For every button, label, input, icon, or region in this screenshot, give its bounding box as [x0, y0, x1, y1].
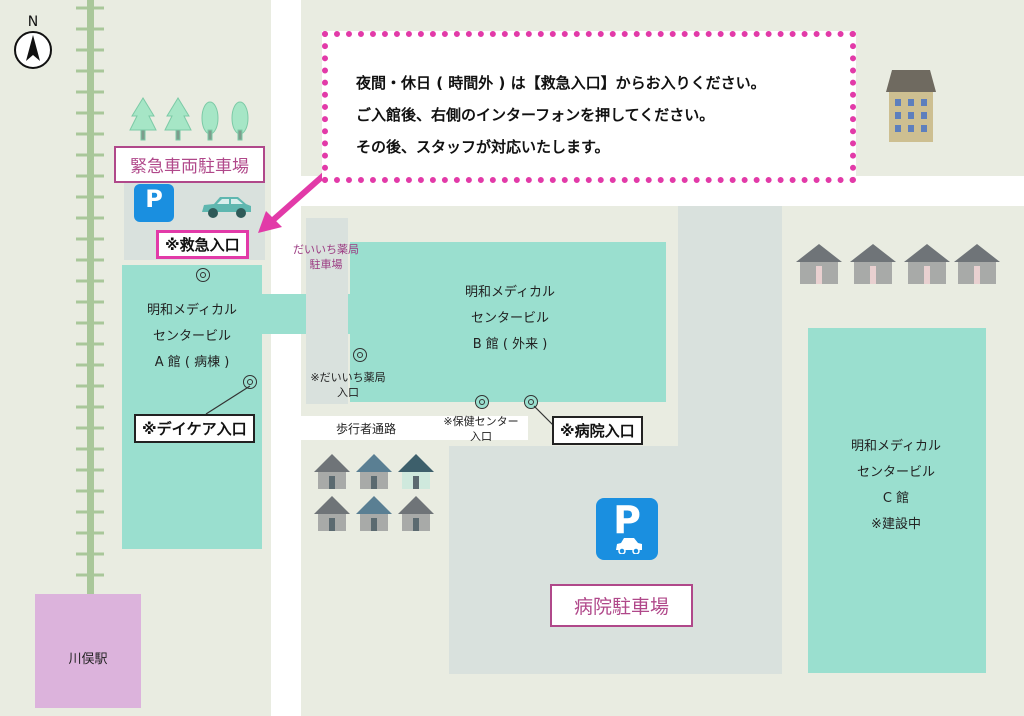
- pharmacy-parking-area: [306, 218, 348, 404]
- house-icon: [314, 454, 434, 531]
- entrance-marker-icon: [353, 348, 367, 362]
- pharmacy-parking-label: だいいち薬局 駐車場: [293, 243, 359, 271]
- pedestrian-path-strip: [301, 416, 528, 440]
- notice-line-2: ご入館後、右側のインターフォンを押してください。: [356, 106, 715, 124]
- entrance-marker-icon: [475, 395, 489, 409]
- north-label: N: [27, 14, 39, 30]
- daycare-entrance-label: ※デイケア入口: [134, 414, 255, 443]
- hospital-entrance-label: ※病院入口: [552, 416, 643, 445]
- direction-arrow: [258, 172, 326, 233]
- station-label: 川俣駅: [68, 652, 108, 667]
- building-c-label: 明和メディカル センタービル C 館 ※建設中: [850, 439, 942, 532]
- parking-sign-icon: P: [596, 498, 658, 560]
- gray-zone-b: [678, 206, 782, 446]
- entrance-marker-icon: [243, 375, 257, 389]
- building-icon: [886, 70, 936, 142]
- building-a-label: 明和メディカル センタービル A 館 ( 病棟 ): [146, 303, 238, 370]
- notice-line-1: 夜間・休日 ( 時間外 ) は【救急入口】からお入りください。: [356, 74, 766, 92]
- road-vertical: [271, 0, 301, 716]
- leader-line: [205, 385, 251, 415]
- entrance-marker-icon: [196, 268, 210, 282]
- building-c: [808, 328, 986, 673]
- notice-line-3: その後、スタッフが対応いたします。: [356, 138, 610, 156]
- station-building: [35, 594, 141, 708]
- night-holiday-notice: 夜間・休日 ( 時間外 ) は【救急入口】からお入りください。 ご入館後、右側の…: [322, 31, 856, 183]
- building-b-label: 明和メディカル センタービル B 館 ( 外来 ): [464, 285, 556, 352]
- car-icon: [202, 197, 251, 218]
- north-arrow-icon: N: [13, 14, 53, 74]
- hospital-parking-label: 病院駐車場: [550, 584, 694, 627]
- building-a: [122, 265, 262, 549]
- emergency-entrance-label: ※救急入口: [156, 230, 249, 259]
- health-center-entrance-label: ※保健センター 入口: [443, 415, 519, 443]
- building-b: [350, 242, 666, 402]
- hospital-parking-area: [449, 446, 782, 674]
- car-icon: [616, 538, 642, 554]
- railway-track: [74, 0, 106, 596]
- pedestrian-path-label: 歩行者通路: [335, 422, 396, 436]
- pharmacy-entrance-label: ※だいいち薬局 入口: [310, 371, 386, 399]
- emergency-parking-label: 緊急車両駐車場: [114, 146, 265, 183]
- parking-sign-icon: P: [134, 184, 174, 222]
- entrance-marker-icon: [524, 395, 538, 409]
- house-icon: [796, 244, 1000, 284]
- tree-icon: [129, 97, 249, 141]
